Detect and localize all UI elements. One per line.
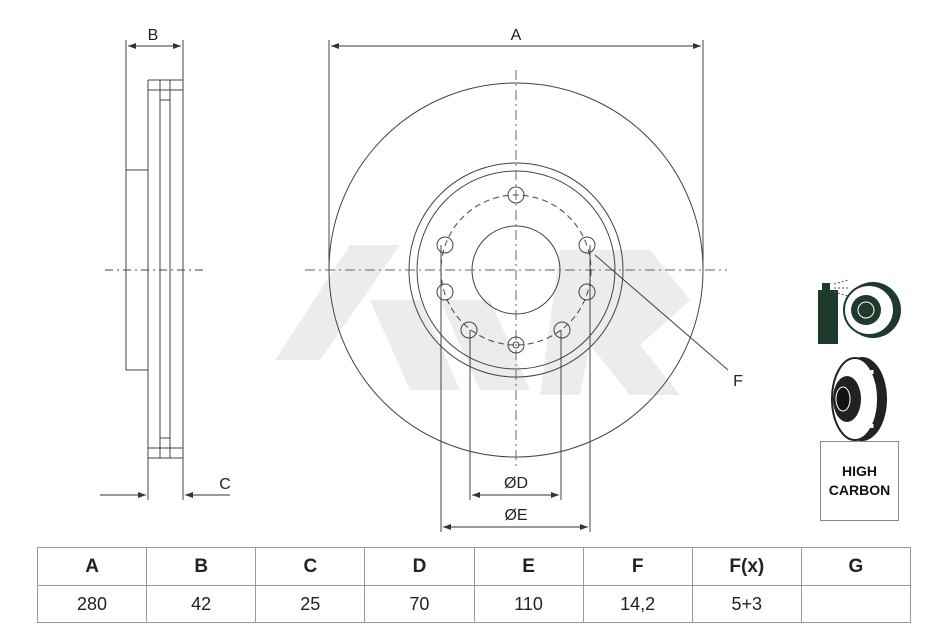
header-cell: A: [36, 547, 148, 586]
dimension-lines: [100, 43, 701, 530]
dimensions-table: A B C D E F F(x) G 280 42 25 70 110 14,2…: [36, 547, 912, 623]
disc-front-view: [305, 40, 729, 532]
value-cell: [800, 585, 912, 623]
dim-label-d: ØD: [504, 475, 528, 492]
header-cell: D: [364, 547, 475, 586]
header-cell: B: [146, 547, 257, 586]
value-cell: 14,2: [582, 585, 693, 623]
high-carbon-badge: HIGH CARBON: [820, 441, 899, 521]
value-cell: 70: [364, 585, 475, 623]
value-cell: 5+3: [691, 585, 802, 623]
value-cell: 280: [36, 585, 148, 623]
value-cell: 110: [473, 585, 584, 623]
vented-disc-icon: [831, 357, 887, 441]
badge-line-2: CARBON: [828, 482, 891, 498]
badge-line-1: HIGH: [841, 463, 877, 479]
header-cell: F: [582, 547, 693, 586]
disc-side-view: [105, 40, 205, 500]
dim-label-b: B: [148, 27, 159, 44]
header-cell: F(x): [691, 547, 802, 586]
dim-label-a: A: [511, 27, 522, 44]
dim-label-e: ØE: [504, 507, 527, 524]
watermark-logo: [275, 245, 690, 395]
table-row: 280 42 25 70 110 14,2 5+3: [36, 585, 912, 623]
value-cell: 42: [146, 585, 257, 623]
value-cell: 25: [255, 585, 366, 623]
dim-label-f: F: [733, 373, 743, 390]
header-cell: E: [473, 547, 584, 586]
header-cell: G: [800, 547, 912, 586]
spray-coated-disc-icon: [818, 279, 901, 344]
table-header-row: A B C D E F F(x) G: [36, 547, 912, 586]
dim-label-c: C: [219, 476, 231, 493]
header-cell: C: [255, 547, 366, 586]
